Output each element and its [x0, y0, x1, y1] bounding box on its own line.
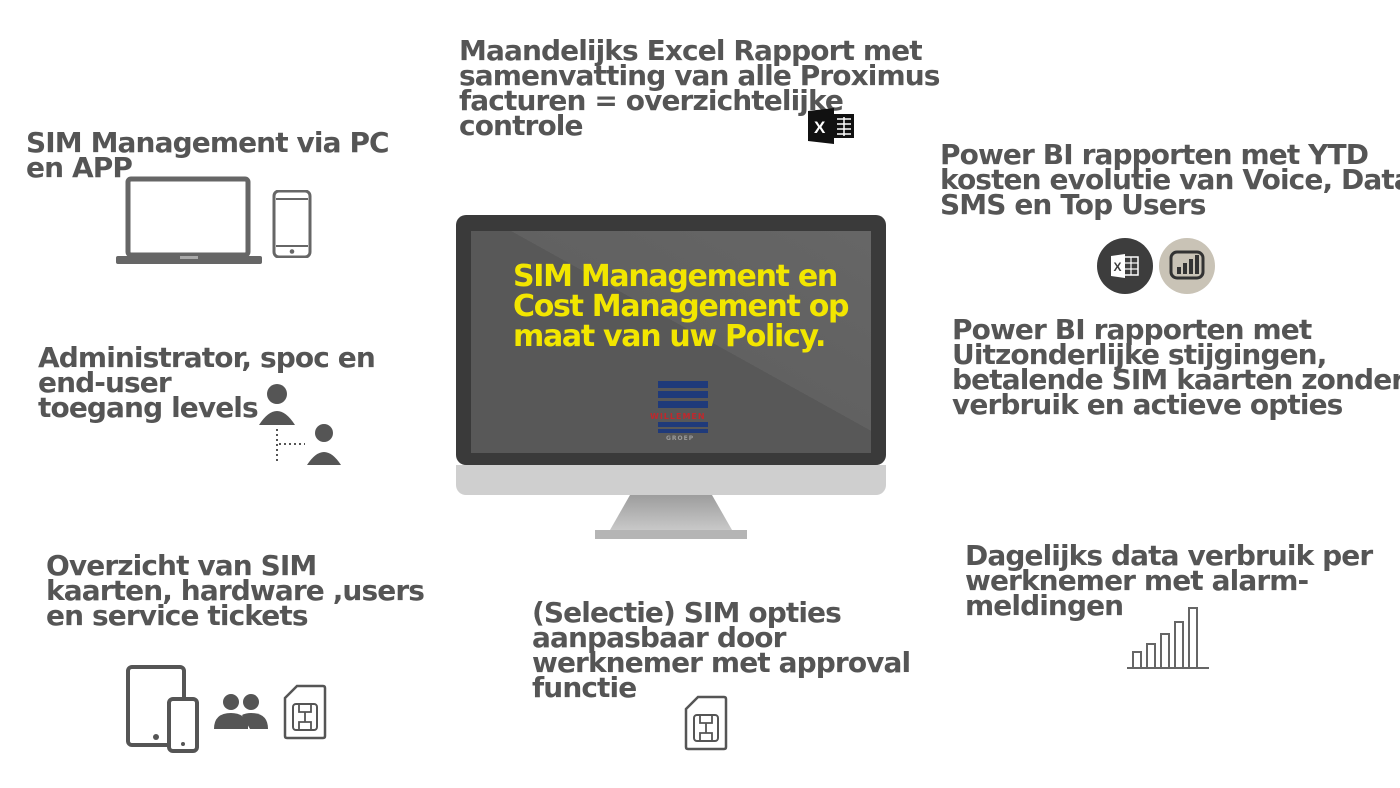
logo-sub: GROEP [666, 435, 695, 442]
bar-chart-icon [1127, 607, 1209, 669]
daily-usage-text: Dagelijks data verbruik per werknemer me… [965, 539, 1373, 622]
report-icons: X [1097, 238, 1215, 294]
sim-options-text: (Selectie) SIM opties aanpasbaar door we… [532, 596, 911, 704]
sim-pc-app-text: SIM Management via PC en APP [26, 126, 390, 184]
logo-name: WILLEMEN [650, 412, 706, 421]
access-levels-text: Administrator, spoc en end-user toegang … [38, 341, 376, 424]
excel-report-text: Maandelijks Excel Rapport met samenvatti… [459, 34, 940, 142]
tablet-phone-icon [126, 665, 199, 753]
user-hierarchy-icon [259, 384, 341, 465]
monitor-stand [610, 495, 732, 530]
laptop-icon [116, 176, 262, 264]
monitor-base [595, 530, 747, 539]
monitor-illustration [456, 215, 886, 539]
svg-text:X: X [814, 118, 826, 137]
power-bi-icon [1159, 238, 1215, 294]
screen-title: SIM Management en Cost Management op maa… [513, 259, 850, 354]
power-bi-ytd-text: Power BI rapporten met YTD kosten evolut… [940, 138, 1400, 221]
sim-card-icon [684, 695, 728, 751]
excel-circle-icon: X [1097, 238, 1153, 294]
excel-icon: X [808, 108, 854, 144]
overview-text: Overzicht van SIM kaarten, hardware ,use… [46, 549, 425, 632]
group-icon [214, 694, 268, 729]
power-bi-exceptions-text: Power BI rapporten met Uitzonderlijke st… [952, 313, 1400, 421]
smartphone-icon [272, 190, 312, 258]
sim-card-icon [283, 684, 327, 740]
willemen-logo [658, 381, 708, 433]
svg-text:X: X [1114, 260, 1122, 274]
monitor-screen [471, 231, 871, 453]
